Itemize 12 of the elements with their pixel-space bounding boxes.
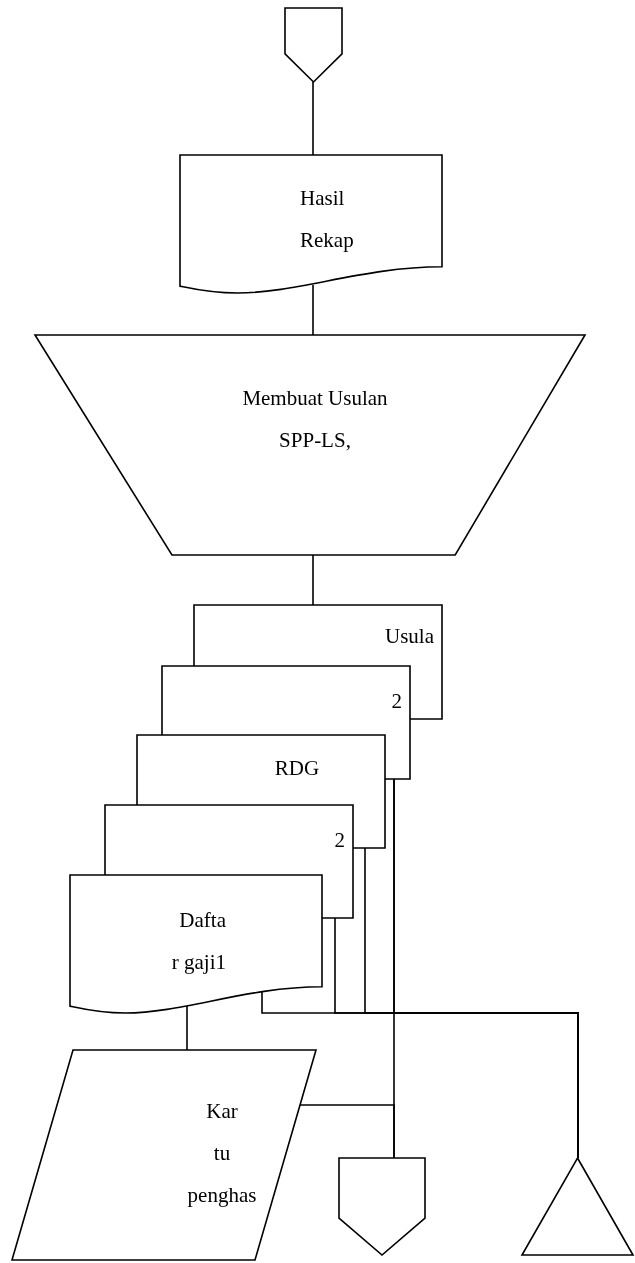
node-text: 2 — [333, 827, 345, 854]
connector-line — [299, 1104, 395, 1159]
connector-line — [312, 284, 314, 336]
node-text: Usula — [384, 623, 434, 650]
node-text: Membuat Usulan SPP-LS, — [241, 385, 389, 454]
connector-line — [312, 81, 314, 156]
connector-line — [312, 554, 314, 606]
node-text: Dafta r gaji1 — [170, 907, 226, 976]
node-text: 2 — [390, 688, 402, 715]
node-text: RDG — [273, 755, 321, 782]
node-text: Hasil Rekap — [300, 185, 354, 254]
node-text: Kar tu penghas — [186, 1098, 258, 1209]
